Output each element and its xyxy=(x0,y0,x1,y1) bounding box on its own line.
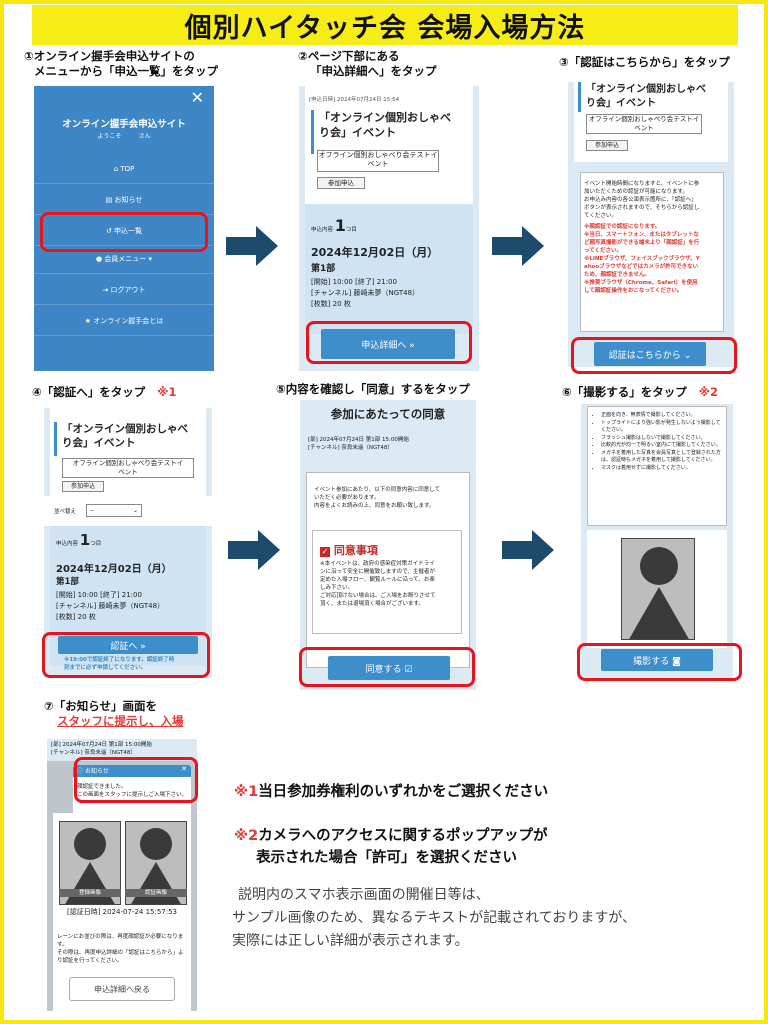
star-icon: ★ xyxy=(84,316,92,325)
auth-deadline-note: ※19:00で認証終了になります。認証終了時刻までに必ず申請してください。 xyxy=(64,657,175,671)
auth-start-button[interactable]: 認証はこちらから ⌄ xyxy=(594,342,706,366)
phone-screen-capture: 正面を向き、無表情で撮影してください。 トップライトにより強い影が発生しないよう… xyxy=(581,404,733,678)
disclaimer: 説明内のスマホ表示画面の開催日等は、 サンプル画像のため、異なるテキストが記載さ… xyxy=(232,887,637,949)
application-date: [申込日時] 2024年07月24日 15:54 xyxy=(309,97,400,103)
checkbox-icon: ✓ xyxy=(320,547,330,557)
arrow-right-icon xyxy=(492,226,544,266)
note-1: ※1当日参加券権利のいずれかをご選択ください xyxy=(234,784,549,800)
back-to-detail-button[interactable]: 申込詳細へ戻る xyxy=(69,977,175,1001)
event-title: 「オンライン個別おしゃべり会」イベント xyxy=(319,111,451,139)
highlight-detail-button xyxy=(306,321,472,364)
arrow-right-icon xyxy=(226,226,278,266)
step6-caption: ⑥「撮影する」をタップ ※2 xyxy=(562,385,718,399)
step2-caption: ②ページ下部にある 「申込詳細へ」をタップ xyxy=(298,49,437,78)
step3-caption: ③「認証はこちらから」をタップ xyxy=(559,55,730,69)
apply-button[interactable]: 参加申込 xyxy=(586,140,628,151)
page-title: 個別ハイタッチ会 会場入場方法 xyxy=(184,12,586,44)
auth-button[interactable]: 認証へ » xyxy=(58,636,198,654)
event-tag: オフライン個別おしゃべり会テストイベント xyxy=(317,150,439,172)
event-part: 第1部 xyxy=(311,264,336,274)
step7-caption: ⑦「お知らせ」画面を スタッフに提示し、入場 xyxy=(44,699,184,728)
consent-heading: 参加にあたっての同意 xyxy=(330,407,446,421)
menu-item-news[interactable]: ▤ お知らせ xyxy=(34,185,214,215)
event-time: [開始] 10:00 [終了] 21:00 xyxy=(311,278,397,286)
event-date: 2024年12月02日（月） xyxy=(311,246,439,259)
event-channel: [チャンネル] 藤崎未夢（NGT48） xyxy=(311,289,420,297)
event-title: 「オンライン個別おしゃべり会」イベント xyxy=(586,84,706,109)
page-title-banner: 個別ハイタッチ会 会場入場方法 xyxy=(32,5,738,45)
auth-time: [認証日時] 2024-07-24 15:57:53 xyxy=(66,908,178,916)
site-title: オンライン握手会申込サイト xyxy=(62,119,186,130)
highlight-auth-button xyxy=(42,632,210,678)
agree-button[interactable]: 同意する ☑ xyxy=(328,656,450,680)
step4-caption: ④「認証へ」をタップ ※1 xyxy=(32,385,177,399)
capture-rules-list: 正面を向き、無表情で撮影してください。 トップライトにより強い影が発生しないよう… xyxy=(593,412,723,472)
highlight-agree-button xyxy=(299,647,475,687)
close-icon[interactable]: ✕ xyxy=(181,765,187,773)
highlight-application-list xyxy=(40,212,208,252)
capture-button[interactable]: 撮影する ◙ xyxy=(601,649,713,671)
menu-item-logout[interactable]: ⇥ ログアウト xyxy=(34,275,214,305)
phone-screen-consent: 参加にあたっての同意 [部] 2024年07月24日 第1部 15:00開始[チ… xyxy=(300,400,476,690)
info-icon: ⓘ xyxy=(77,768,84,775)
home-icon: ⌂ xyxy=(113,164,119,173)
close-icon[interactable]: ✕ xyxy=(190,88,204,107)
arrow-right-icon xyxy=(228,530,280,570)
auth-image-label: 認証画像 xyxy=(125,889,187,897)
event-channel: [チャンネル] 藤崎未夢（NGT48） xyxy=(56,602,165,610)
menu-item-application-list[interactable]: ↺ 申込一覧 xyxy=(34,216,214,246)
event-sheets: [枚数] 20 枚 xyxy=(311,300,351,308)
consent-card xyxy=(306,472,470,668)
menu-item-member-menu[interactable]: ● 会員メニュー ▾ xyxy=(34,244,214,274)
highlight-auth-start-button xyxy=(571,337,737,374)
content-label: 申込内容 1つ目 xyxy=(311,216,357,235)
welcome-line: ようこそ さん xyxy=(97,133,151,140)
consent-items-title: ✓ 同意事項 xyxy=(320,544,378,557)
capture-rules-box xyxy=(587,406,727,526)
registered-image-label: 登録画像 xyxy=(59,889,121,897)
consent-event-info: [部] 2024年07月24日 第1部 15:00開始[チャンネル] 奈良未遥（… xyxy=(308,437,409,451)
step1-caption: ①オンライン握手会申込サイトの メニューから「申込一覧」をタップ xyxy=(24,49,218,78)
lane-note: レーンにお並びの際は、再度顔認証が必要になりま す。 その際は、再度申込詳細の「… xyxy=(57,934,184,964)
menu-item-about[interactable]: ★ オンライン握手会とは xyxy=(34,306,214,336)
news-icon: ▤ xyxy=(105,195,113,204)
apply-button[interactable]: 参加申込 xyxy=(62,481,104,492)
menu-item-top[interactable]: ⌂ TOP xyxy=(34,154,214,184)
auth-notice-text: イベント開始時間になりますと、イベントに参 加いただくための認証が可能になります… xyxy=(584,181,700,294)
content-label: 申込内容 1つ目 xyxy=(56,531,102,549)
step5-caption: ⑤内容を確認し「同意」するをタップ xyxy=(276,382,470,396)
consent-intro: イベント参加にあたり、以下の同意内容に同意して いただく必要があります。 内容を… xyxy=(314,487,441,509)
history-icon: ↺ xyxy=(105,226,112,235)
sort-select[interactable]: --⌄ xyxy=(86,504,142,517)
logout-icon: ⇥ xyxy=(102,285,109,294)
notice-message: 顔認証できました。この画面をスタッフに提示しご入場下さい。 xyxy=(77,784,188,798)
camera-preview xyxy=(621,538,695,640)
consent-items-text: ※本イベントは、政府の感染症対策ガイドライ ンに沿って安全に開催致しますので、主… xyxy=(320,561,436,607)
event-time: [開始] 10:00 [終了] 21:00 xyxy=(56,591,142,599)
notice-event-info: [部] 2024年07月24日 第1部 15:00開始[チャンネル] 奈良未遥（… xyxy=(51,742,152,756)
event-tag: オフライン個別おしゃべり会テストイベント xyxy=(62,458,194,478)
highlight-notice-dialog xyxy=(74,757,198,803)
apply-button[interactable]: 参加申込 xyxy=(317,177,365,189)
arrow-right-icon xyxy=(502,530,554,570)
highlight-capture-button xyxy=(577,643,742,681)
consent-items-box xyxy=(312,530,462,634)
notice-title: ⓘ お知らせ xyxy=(77,768,109,775)
sort-label: 並べ替え xyxy=(54,509,77,515)
event-part: 第1部 xyxy=(56,577,79,587)
event-title: 「オンライン個別おしゃべり会」イベント xyxy=(62,423,188,449)
application-detail-button[interactable]: 申込詳細へ » xyxy=(321,329,455,359)
event-tag: オフライン個別おしゃべり会テストイベント xyxy=(586,114,702,134)
phone-screen-auth-info: 「オンライン個別おしゃべり会」イベント オフライン個別おしゃべり会テストイベント… xyxy=(568,82,734,367)
phone-screen-auth: 「オンライン個別おしゃべり会」イベント オフライン個別おしゃべり会テストイベント… xyxy=(44,408,212,678)
event-sheets: [枚数] 20 枚 xyxy=(56,613,96,621)
user-icon: ● xyxy=(95,254,103,263)
note-2: ※2カメラへのアクセスに関するポップアップが 表示された場合「許可」を選択くださ… xyxy=(234,828,548,866)
chevron-down-icon: ⌄ xyxy=(132,507,138,514)
auth-notice-box xyxy=(580,172,724,332)
event-date: 2024年12月02日（月） xyxy=(56,564,172,575)
phone-screen-menu: ✕ オンライン握手会申込サイト ようこそ さん ⌂ TOP ▤ お知らせ ↺ 申… xyxy=(34,86,214,371)
